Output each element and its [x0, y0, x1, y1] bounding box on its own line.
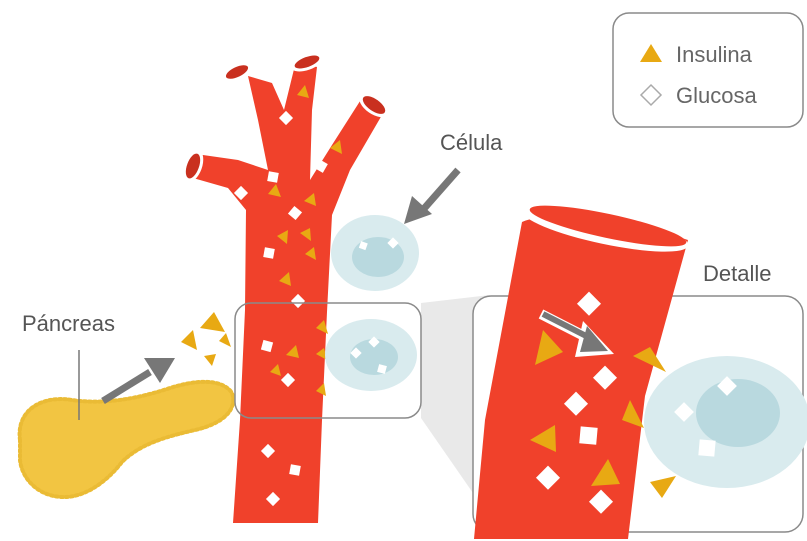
- glucose-diamond: [263, 247, 275, 259]
- glucose-diamond: [289, 464, 301, 476]
- insulin-triangle: [204, 354, 216, 366]
- insulin-triangle: [181, 330, 197, 350]
- glucose-diamond: [579, 426, 597, 444]
- detail-panel: Detalle: [473, 195, 807, 539]
- insulin-legend-label: Insulina: [676, 42, 753, 67]
- legend: Insulina Glucosa: [613, 13, 803, 127]
- glucose-diamond: [267, 171, 279, 183]
- vessel-body: [186, 61, 382, 523]
- legend-box: [613, 13, 803, 127]
- insulin-triangle: [200, 312, 225, 332]
- cell-label: Célula: [440, 130, 503, 155]
- glucose-diamond: [698, 439, 715, 456]
- cell-arrow: [404, 170, 458, 224]
- pancreas-label: Páncreas: [22, 311, 115, 336]
- upper-cell: [331, 215, 419, 291]
- pancreas: Páncreas: [20, 311, 234, 497]
- insulin-triangle: [219, 333, 231, 347]
- glucose-legend-label: Glucosa: [676, 83, 757, 108]
- secreted-insulin-group: [181, 312, 231, 366]
- pancreas-organ: [20, 382, 234, 497]
- detail-label: Detalle: [703, 261, 771, 286]
- detail-cell-nucleus: [696, 379, 780, 447]
